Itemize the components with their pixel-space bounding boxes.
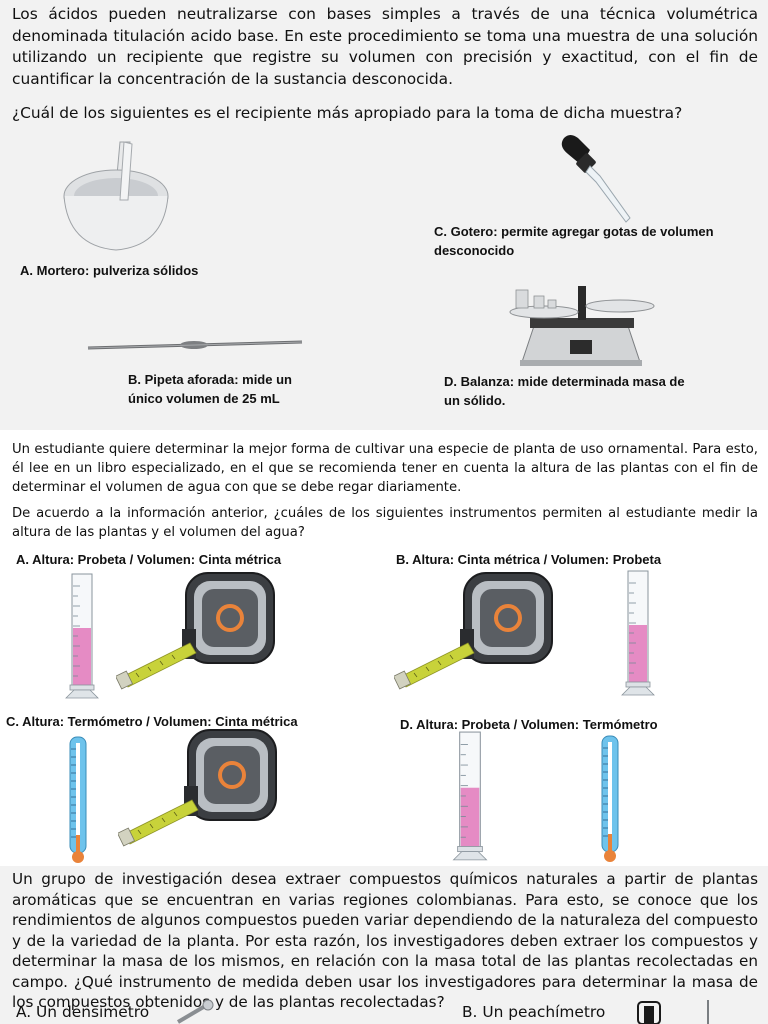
option-a-probeta-cinta[interactable]: A. Altura: Probeta / Volumen: Cinta métr…	[16, 552, 282, 567]
question-3-paragraph: Un grupo de investigación desea extraer …	[12, 870, 758, 1011]
hydrometer-icon	[176, 999, 214, 1024]
option-c-line1: C. Gotero: permite agregar gotas de volu…	[434, 224, 714, 239]
option-c-line2: desconocido	[434, 243, 515, 258]
question-3-panel: Un grupo de investigación desea extraer …	[0, 866, 768, 1024]
thermometer-icon	[69, 736, 87, 864]
option-c-termometro-cinta[interactable]: C. Altura: Termómetro / Volumen: Cinta m…	[6, 714, 298, 729]
option-b-line1: B. Pipeta aforada: mide un	[128, 372, 292, 387]
option-a-densimetro[interactable]: A. Un densimetro	[16, 1003, 150, 1021]
option-a-mortero[interactable]: A. Mortero: pulveriza sólidos	[20, 263, 199, 278]
graduated-cylinder-icon	[621, 570, 655, 696]
tape-measure-icon	[394, 568, 554, 700]
question-2-panel: Un estudiante quiere determinar la mejor…	[0, 434, 768, 864]
tape-measure-icon	[118, 728, 278, 848]
option-d-probeta-termometro[interactable]: D. Altura: Probeta / Volumen: Termómetro	[400, 717, 658, 732]
question-1-paragraph: Los ácidos pueden neutralizarse con base…	[12, 5, 758, 88]
dropper-icon	[561, 135, 631, 223]
question-2-prompt: De acuerdo a la información anterior, ¿c…	[12, 506, 758, 540]
tape-measure-icon	[116, 568, 276, 700]
option-d-line2: un sólido.	[444, 393, 506, 408]
balance-icon	[509, 286, 655, 366]
question-2-paragraph: Un estudiante quiere determinar la mejor…	[12, 442, 758, 495]
graduated-cylinder-icon	[452, 731, 488, 861]
option-b-line2: único volumen de 25 mL	[128, 391, 280, 406]
question-1-panel: Los ácidos pueden neutralizarse con base…	[0, 0, 768, 430]
option-d-balanza[interactable]: D. Balanza: mide determinada masa de un …	[444, 372, 685, 410]
graduated-cylinder-icon	[65, 573, 99, 699]
ph-meter-icon	[637, 1000, 709, 1024]
option-b-pipeta[interactable]: B. Pipeta aforada: mide un único volumen…	[128, 370, 292, 408]
thermometer-icon	[601, 735, 619, 863]
question-1-prompt: ¿Cuál de los siguientes es el recipiente…	[12, 104, 683, 122]
option-b-peachimetro[interactable]: B. Un peachímetro	[462, 1003, 606, 1021]
mortar-icon	[63, 141, 169, 251]
option-c-gotero[interactable]: C. Gotero: permite agregar gotas de volu…	[434, 222, 714, 260]
pipette-icon	[87, 340, 303, 350]
option-b-cinta-probeta[interactable]: B. Altura: Cinta métrica / Volumen: Prob…	[396, 552, 662, 567]
option-d-line1: D. Balanza: mide determinada masa de	[444, 374, 685, 389]
